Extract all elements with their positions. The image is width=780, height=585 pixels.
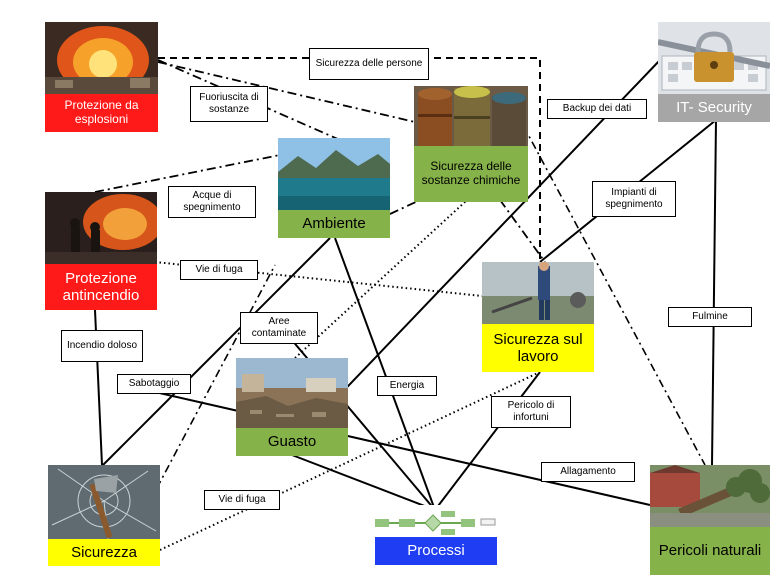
lake-image (278, 138, 390, 210)
disaster-debris-image (236, 358, 348, 428)
node-it-security: IT- Security (658, 22, 770, 122)
node-sicurezza: Sicurezza (48, 465, 160, 566)
node-pericoli-naturali: Pericoli naturali (650, 465, 770, 575)
node-ambiente: Ambiente (278, 138, 390, 238)
link-sostanze-pericoli (514, 109, 706, 466)
node-label: Pericoli naturali (650, 527, 770, 575)
link-ambiente-processi (334, 237, 436, 511)
node-label: Sicurezza (48, 539, 160, 566)
process-flow-image (375, 505, 497, 537)
link-sabotaggio (119, 383, 651, 506)
node-label: Protezione da esplosioni (45, 94, 158, 132)
node-guasto: Guasto (236, 358, 348, 456)
label-fulmine: Fulmine (668, 307, 752, 327)
node-label: Sicurezza sul lavoro (482, 324, 594, 372)
node-sicurezza-lavoro: Sicurezza sul lavoro (482, 262, 594, 372)
link-sicurezza-ambiente-solid (102, 237, 331, 466)
node-label: Sicurezza delle sostanze chimiche (414, 146, 528, 202)
label-vie-fuga-bottom: Vie di fuga (204, 490, 280, 510)
link-sostanze-lavoro (499, 199, 546, 263)
explosion-image (45, 22, 158, 94)
link-aree-processi (274, 319, 436, 511)
node-label: Processi (375, 537, 497, 565)
node-protezione-antincendio: Protezione antincendio (45, 192, 157, 310)
node-label: Ambiente (278, 210, 390, 238)
node-label: Guasto (236, 428, 348, 456)
node-protezione-esplosioni: Protezione da esplosioni (45, 22, 158, 132)
padlock-image (658, 22, 770, 94)
link-it-pericoli (711, 119, 717, 466)
link-antincendio-sostanze (94, 154, 281, 193)
link-guasto-sostanze (294, 189, 479, 359)
axe-glass-image (48, 465, 160, 539)
label-sicurezza-persone: Sicurezza delle persone (309, 48, 429, 80)
link-guasto-processi (291, 454, 436, 511)
fallen-tree-image (650, 465, 770, 527)
label-pericolo-infortuni: Pericolo di infortuni (491, 396, 571, 428)
label-aree-contaminate: Aree contaminate (240, 312, 318, 344)
link-ambiente-sostanze (389, 199, 421, 215)
label-allagamento: Allagamento (541, 462, 635, 482)
chemical-barrels-image (414, 86, 528, 146)
label-energia: Energia (377, 376, 437, 396)
node-sostanze-chimiche: Sicurezza delle sostanze chimiche (414, 86, 528, 202)
label-vie-fuga-top: Vie di fuga (180, 260, 258, 280)
label-backup-dati: Backup dei dati (547, 99, 647, 119)
link-lavoro-processi (434, 371, 541, 511)
node-label: IT- Security (658, 94, 770, 122)
node-processi: Processi (375, 505, 497, 565)
label-impianti-spegnimento: Impianti di spegnimento (592, 181, 676, 217)
firefighters-image (45, 192, 157, 264)
worker-image (482, 262, 594, 324)
link-esplosioni-lavoro (158, 57, 541, 262)
link-sicurezza-ambiente (139, 264, 276, 521)
link-esplosioni-sostanze (157, 61, 416, 123)
label-incendio-doloso: Incendio doloso (61, 330, 143, 362)
label-fuoriuscita-sostanze: Fuoriuscita di sostanze (190, 86, 268, 122)
label-acque-spegnimento: Acque di spegnimento (168, 186, 256, 218)
label-sabotaggio: Sabotaggio (117, 374, 191, 394)
node-label: Protezione antincendio (45, 264, 157, 310)
